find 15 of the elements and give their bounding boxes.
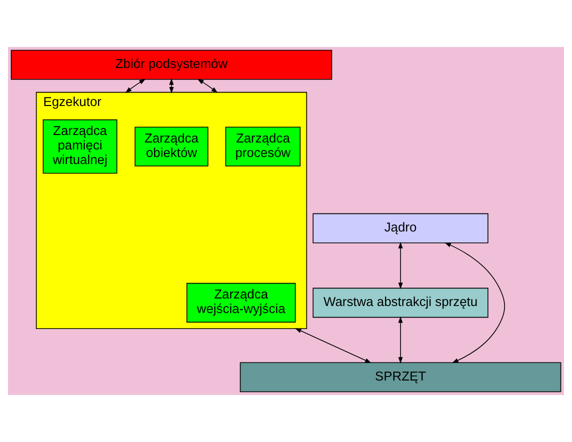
node-box: Zarządca procesów	[225, 126, 301, 166]
arrow	[125, 78, 146, 94]
node-box: SPRZĘT	[240, 362, 562, 392]
arrow	[398, 242, 403, 290]
arrow	[197, 78, 218, 94]
node-box: Jądro	[312, 213, 488, 244]
arrow	[169, 78, 174, 94]
node-box: Zbiór podsystemów	[10, 50, 332, 80]
node-box: Warstwa abstrakcji sprzętu	[312, 288, 488, 318]
node-box: Zarządca obiektów	[134, 126, 208, 166]
arrow	[444, 242, 506, 364]
node-box: Zarządca wejścia-wyjścia	[186, 282, 296, 323]
node-box: Zarządca pamięci wirtualnej	[42, 119, 118, 174]
arrow	[398, 316, 403, 364]
arrow	[294, 328, 372, 364]
